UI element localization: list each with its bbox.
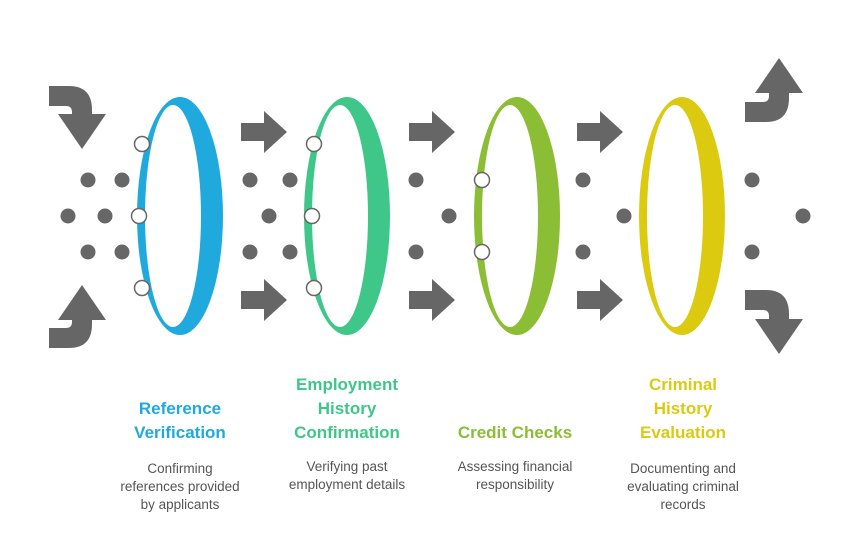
flow-arrow-icon	[577, 111, 623, 153]
stage-title-line: Criminal	[648, 375, 718, 394]
stage-title-line: Evaluation	[640, 423, 726, 442]
particle-dot	[242, 172, 258, 188]
stage-ring-inner	[145, 105, 201, 327]
stage-description-line: employment details	[288, 477, 406, 492]
particle-dot	[97, 208, 113, 224]
filtered-dot	[303, 207, 321, 225]
particle-dot	[795, 208, 811, 224]
stage-description-reference-verification: Confirming references provided by applic…	[95, 460, 265, 514]
particle-dot	[261, 208, 277, 224]
stage-description-criminal-history-evaluation: Documenting and evaluating criminal reco…	[598, 460, 768, 514]
curved-arrow-icon	[49, 285, 106, 348]
flow-arrow-icon	[577, 279, 623, 321]
filtered-dot	[305, 135, 323, 153]
filtered-dot	[130, 207, 148, 225]
particle-dot	[60, 208, 76, 224]
particle-dot	[114, 244, 130, 260]
stage-description-credit-checks: Assessing financial responsibility	[430, 458, 600, 494]
stage-description-line: by applicants	[140, 497, 220, 512]
flow-arrow-icon	[409, 111, 455, 153]
particle-dot	[282, 244, 298, 260]
particle-dot	[575, 172, 591, 188]
stage-description-line: references provided	[120, 479, 240, 494]
particle-dot	[744, 244, 760, 260]
stage-title-employment-history-confirmation: Employment History Confirmation	[262, 373, 432, 445]
particle-dot	[80, 244, 96, 260]
stage-title-line: Confirmation	[294, 423, 400, 442]
stage-title-line: Employment	[295, 375, 399, 394]
flow-arrow-icon	[409, 279, 455, 321]
stage-description-line: records	[660, 497, 706, 512]
stage-description-employment-history-confirmation: Verifying past employment details	[262, 458, 432, 494]
curved-arrow-icon	[745, 58, 803, 122]
stage-ring	[473, 97, 560, 335]
flow-arrow-icon	[241, 279, 287, 321]
filtered-dot	[305, 279, 323, 297]
stage-title-line: Verification	[134, 423, 226, 442]
particle-dot	[744, 172, 760, 188]
stage-title-line: Credit Checks	[457, 423, 573, 442]
particle-dot	[242, 244, 258, 260]
stage-title-line: History	[317, 399, 377, 418]
stage-ring	[130, 97, 223, 335]
curved-arrow-icon	[49, 86, 106, 149]
stage-description-line: evaluating criminal	[627, 479, 739, 494]
particle-dot	[575, 244, 591, 260]
stage-title-line: Reference	[138, 399, 222, 418]
stage-description-line: Confirming	[147, 461, 213, 476]
filtered-dot	[133, 135, 151, 153]
stage-description-line: Documenting and	[630, 461, 736, 476]
particle-dot	[408, 172, 424, 188]
filtered-dot	[473, 243, 491, 261]
stage-description-line: Assessing financial	[457, 459, 573, 474]
curved-arrow-icon	[745, 290, 803, 354]
filtered-dot	[133, 279, 151, 297]
stage-title-line: History	[653, 399, 713, 418]
filtered-dot	[473, 171, 491, 189]
particle-dot	[441, 208, 457, 224]
stage-description-line: responsibility	[475, 477, 555, 492]
stage-title-reference-verification: Reference Verification	[95, 397, 265, 445]
particle-dot	[616, 208, 632, 224]
stage-ring-inner	[312, 105, 368, 327]
stage-ring	[639, 97, 725, 335]
particle-dot	[408, 244, 424, 260]
stage-ring-inner	[482, 105, 538, 327]
particle-dot	[114, 172, 130, 188]
stage-title-criminal-history-evaluation: Criminal History Evaluation	[598, 373, 768, 445]
stage-ring-inner	[647, 105, 703, 327]
particle-dot	[282, 172, 298, 188]
stage-title-credit-checks: Credit Checks	[430, 421, 600, 445]
stage-description-line: Verifying past	[306, 459, 388, 474]
flow-arrow-icon	[241, 111, 287, 153]
stage-ring	[303, 97, 390, 335]
particle-dot	[80, 172, 96, 188]
